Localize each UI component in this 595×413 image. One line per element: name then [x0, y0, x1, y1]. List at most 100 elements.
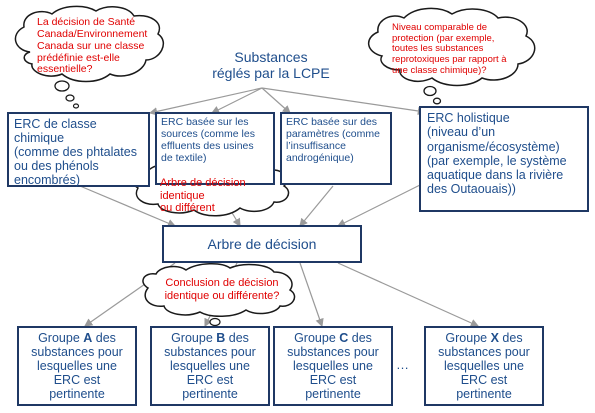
decision-tree-label: Arbre de décision	[207, 236, 317, 252]
group-b-line: lesquelles une	[170, 359, 250, 373]
group-a-letter: A	[83, 331, 93, 345]
cloud-mid-line: Arbre de décision identique	[160, 177, 246, 202]
erc-3-line: l’insuffisance	[286, 139, 346, 152]
group-x-line: lesquelles une	[444, 359, 524, 373]
erc-box-parameters: ERC basée sur des paramètres (comme l’in…	[280, 112, 392, 185]
cloud-left-line: La décision de Santé	[37, 16, 136, 28]
erc-box-chemical-class: ERC de classe chimique (comme des phtala…	[7, 112, 150, 187]
group-x-heading: Groupe X des	[426, 331, 542, 345]
erc-2-line: sources (comme les	[161, 127, 255, 140]
arrow-source-to-erc-3	[261, 87, 291, 114]
group-b-line: substances pour	[164, 345, 256, 359]
cloud-left-line: Canada sur une classe	[37, 39, 145, 52]
group-b-box: Groupe B des substances pour lesquelles …	[150, 326, 270, 406]
erc-4-line: organisme/écosystème)	[427, 139, 560, 154]
erc-box-holistic: ERC holistique (niveau d’un organisme/éc…	[419, 106, 589, 212]
group-b-heading: Groupe B des	[152, 331, 268, 345]
group-x-line: pertinente	[456, 387, 512, 401]
erc-2-line: effluents des usines	[161, 139, 254, 152]
cloud-mid-text: Arbre de décision identique ou différent	[160, 177, 290, 215]
arrow-tree-to-group-c	[299, 262, 324, 328]
cloud-right-line: reprotoxiques par rapport à	[392, 54, 507, 66]
group-x-suffix: des	[498, 331, 523, 345]
cloud-left-line: Canada/Environnement	[37, 27, 148, 40]
erc-2-line: de textile)	[161, 151, 207, 164]
cloud-right-line: Niveau comparable de	[392, 22, 488, 33]
source-title: Substances réglés par la LCPE	[206, 49, 336, 81]
group-c-line: pertinente	[305, 387, 361, 401]
group-a-line: pertinente	[49, 387, 105, 401]
source-title-line-1: Substances	[234, 49, 308, 65]
cloud-right-text: Niveau comparable de protection (par exe…	[392, 22, 526, 77]
group-a-box: Groupe A des substances pour lesquelles …	[17, 326, 137, 406]
group-a-line: ERC est	[53, 373, 101, 387]
cloud-right-line: une classe chimique)?	[392, 64, 487, 76]
arrow-source-to-erc-2	[210, 87, 263, 114]
group-x-line: substances pour	[438, 345, 530, 359]
cloud-right-shape	[368, 7, 536, 87]
group-a-suffix: des	[92, 331, 116, 345]
source-title-line-2: réglés par la LCPE	[212, 64, 330, 81]
group-c-letter: C	[339, 331, 349, 345]
arrow-source-to-erc-4	[261, 87, 427, 116]
group-c-line: ERC est	[309, 373, 357, 387]
cloud-left-text: La décision de Santé Canada/Environnemen…	[37, 16, 157, 76]
group-c-box: Groupe C des substances pour lesquelles …	[273, 326, 393, 406]
erc-3-line: androgénique)	[286, 151, 354, 164]
cloud-conclusion-bubble-1	[209, 317, 221, 327]
group-c-line: substances pour	[287, 345, 379, 359]
erc-4-line: aquatique dans la rivière	[427, 168, 564, 182]
erc-1-line: encombrés)	[14, 173, 80, 187]
cloud-mid-line: ou différent	[160, 202, 215, 215]
erc-1-line: (comme des phtalates	[14, 145, 137, 159]
decision-tree-box: Arbre de décision	[162, 225, 362, 263]
cloud-left-bubble-3	[72, 103, 80, 109]
arrow-source-to-erc-1	[148, 87, 263, 116]
group-a-line: substances pour	[31, 345, 123, 359]
erc-1-line: chimique	[14, 131, 65, 145]
group-c-prefix: Groupe	[294, 331, 340, 345]
erc-4-line: (par exemple, le système	[427, 153, 567, 168]
group-c-suffix: des	[348, 331, 372, 345]
cloud-left-bubble-2	[65, 94, 75, 102]
erc-4-line: ERC holistique	[427, 111, 510, 125]
group-b-prefix: Groupe	[171, 331, 217, 345]
erc-1-line: ERC de classe	[14, 117, 97, 131]
arrow-erc1-to-tree	[79, 185, 177, 228]
group-b-suffix: des	[225, 331, 249, 345]
cloud-right-bubble-1	[423, 85, 437, 97]
arrow-tree-to-group-x	[337, 262, 480, 327]
group-c-line: lesquelles une	[293, 359, 373, 373]
cloud-left-line: essentielle?	[37, 63, 93, 76]
cloud-conclusion-line: Conclusion de décision	[165, 277, 279, 289]
cloud-right-line: toutes les substances	[392, 43, 484, 55]
group-b-letter: B	[216, 331, 226, 345]
cloud-left-line: prédéfinie est-elle	[37, 51, 120, 64]
cloud-conclusion-line: identique ou différente?	[164, 289, 280, 302]
group-a-line: lesquelles une	[37, 359, 117, 373]
cloud-left-shape	[14, 5, 164, 83]
erc-1-line: ou des phénols	[14, 159, 99, 173]
group-x-prefix: Groupe	[445, 331, 491, 345]
group-x-letter: X	[490, 331, 499, 345]
ellipsis: …	[396, 357, 409, 372]
cloud-conclusion-text: Conclusion de décision identique ou diff…	[162, 277, 282, 302]
arrow-erc3-to-tree	[299, 185, 334, 227]
erc-4-line: (niveau d’un	[427, 125, 496, 140]
group-a-heading: Groupe A des	[19, 331, 135, 345]
group-c-heading: Groupe C des	[275, 331, 391, 345]
erc-box-sources: ERC basée sur les sources (comme les eff…	[155, 112, 275, 185]
erc-2-line: ERC basée sur les	[161, 116, 249, 128]
group-b-line: ERC est	[186, 373, 234, 387]
erc-3-line: ERC basée sur des	[286, 116, 378, 128]
group-b-line: pertinente	[182, 387, 238, 401]
group-x-line: ERC est	[460, 373, 508, 387]
group-x-box: Groupe X des substances pour lesquelles …	[424, 326, 544, 406]
cloud-right-line: protection (par exemple,	[392, 32, 495, 44]
cloud-left-bubble-1	[54, 80, 70, 92]
cloud-conclusion-shape	[142, 263, 296, 317]
erc-3-line: paramètres (comme	[286, 127, 380, 140]
cloud-right-bubble-2	[432, 97, 442, 105]
group-a-prefix: Groupe	[38, 331, 84, 345]
